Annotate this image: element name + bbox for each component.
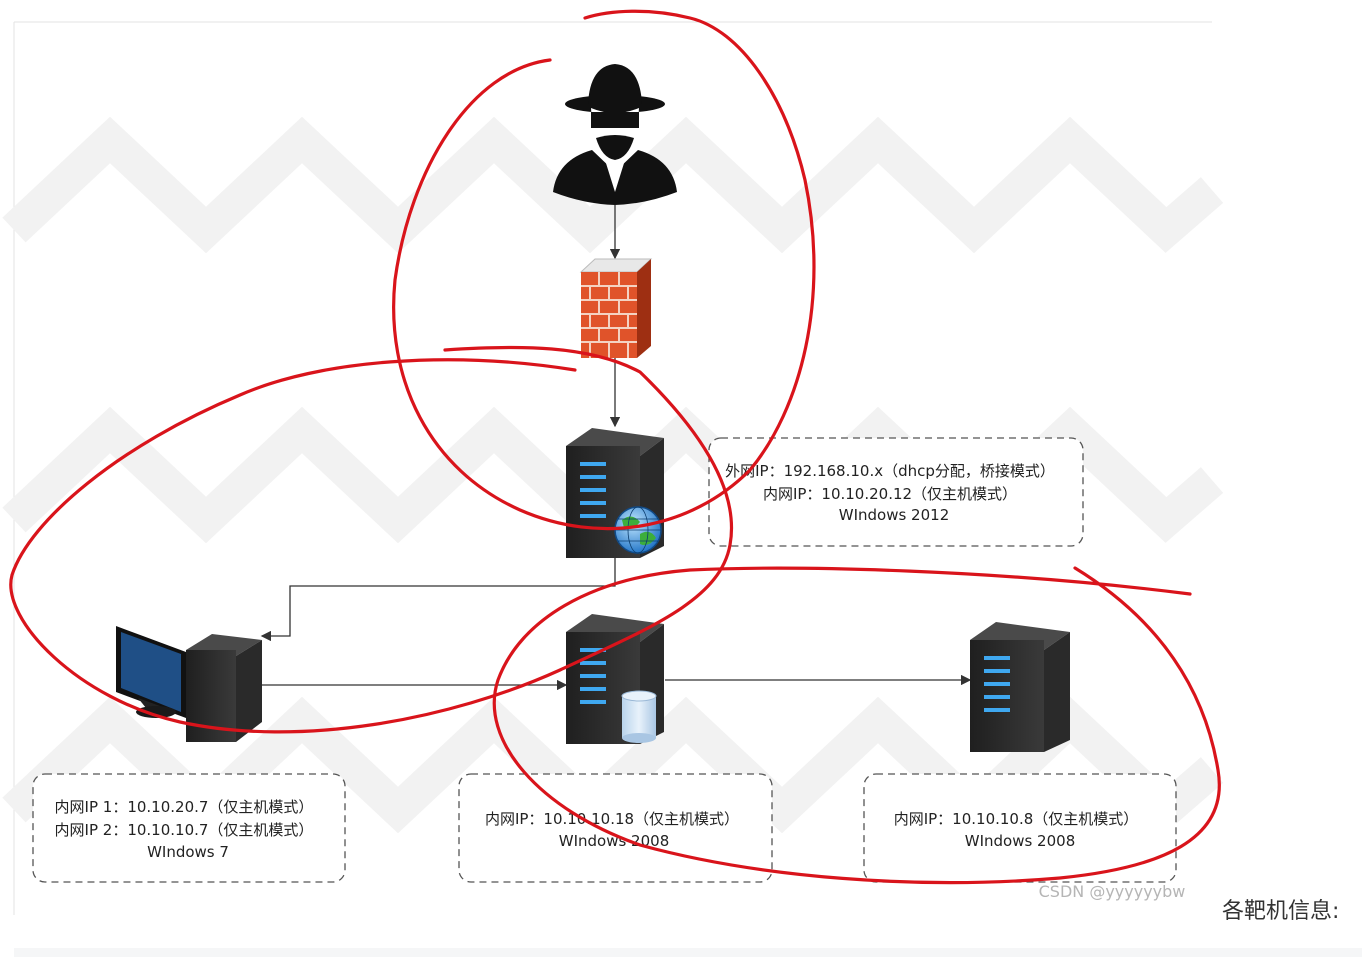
- red-circle-left: [9, 345, 734, 734]
- db-server-info-box: [458, 773, 773, 883]
- info-boxes: [32, 437, 1177, 883]
- edges: [260, 205, 972, 691]
- hacker-icon: [553, 64, 677, 205]
- red-circle-bottom: [492, 566, 1221, 885]
- db-server-ip: 内网IP：10.10.10.18（仅主机模式）: [485, 810, 739, 828]
- server-icon: [970, 622, 1070, 752]
- red-circle-top: [392, 9, 816, 531]
- win7-ip1: 内网IP 1：10.10.20.7（仅主机模式）: [55, 798, 314, 816]
- database-server-icon: [566, 614, 664, 744]
- csdn-watermark: CSDN @yyyyyybw: [1039, 882, 1186, 901]
- edge-webserver-win7: [260, 558, 616, 642]
- red-annotations: [9, 9, 1221, 885]
- caption-text: 各靶机信息:: [1222, 899, 1340, 924]
- firewall-icon: [579, 258, 653, 358]
- web-server-info-box: [708, 437, 1084, 547]
- web-server-os: WIndows 2012: [839, 506, 950, 524]
- dc-server-ip: 内网IP：10.10.10.8（仅主机模式）: [894, 810, 1139, 828]
- win7-ip2: 内网IP 2：10.10.10.7（仅主机模式）: [55, 821, 314, 839]
- win7-info-box: [32, 773, 346, 883]
- win7-os: WIndows 7: [147, 843, 229, 861]
- desktop-pc-icon: [116, 626, 262, 742]
- web-server-ext-ip: 外网IP：192.168.10.x（dhcp分配，桥接模式）: [725, 462, 1055, 480]
- web-server-int-ip: 内网IP：10.10.20.12（仅主机模式）: [763, 485, 1017, 503]
- bottom-strip: [14, 948, 1362, 957]
- dc-server-os: WIndows 2008: [965, 832, 1076, 850]
- web-server-icon: [566, 428, 664, 558]
